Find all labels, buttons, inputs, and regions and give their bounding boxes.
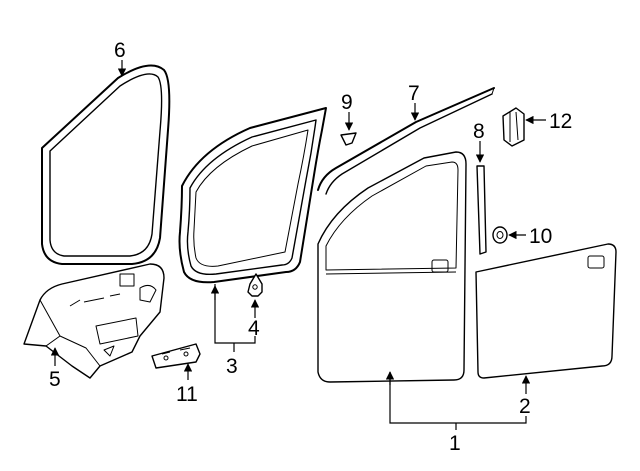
front-door-shell-part (317, 151, 467, 383)
leader-lines (50, 60, 546, 430)
callout-10: 10 (529, 225, 552, 248)
door-clip-part (247, 273, 263, 297)
callout-3: 3 (226, 355, 238, 378)
door-bumper-part (492, 226, 508, 244)
door-weatherstrip-part (178, 107, 327, 284)
callout-1: 1 (449, 432, 461, 455)
callout-6: 6 (114, 39, 126, 62)
callout-7: 7 (408, 82, 420, 105)
door-opening-weatherstrip-part (41, 64, 171, 265)
inside-handle-part (151, 343, 201, 369)
door-trim-panel-part (23, 263, 165, 379)
plug-part (340, 132, 357, 146)
callout-2: 2 (519, 395, 531, 418)
callout-8: 8 (473, 120, 485, 143)
callout-labels: 6 9 7 8 12 10 4 3 5 11 2 1 (49, 39, 572, 455)
callout-11: 11 (176, 383, 198, 406)
belt-molding-part (317, 87, 495, 195)
callout-9: 9 (341, 91, 353, 114)
mounting-bracket-part (502, 107, 525, 147)
callout-5: 5 (49, 368, 61, 391)
callout-12: 12 (549, 110, 572, 133)
rear-door-shell-part (475, 243, 617, 379)
callout-4: 4 (248, 317, 260, 340)
glass-channel-part (476, 165, 487, 255)
